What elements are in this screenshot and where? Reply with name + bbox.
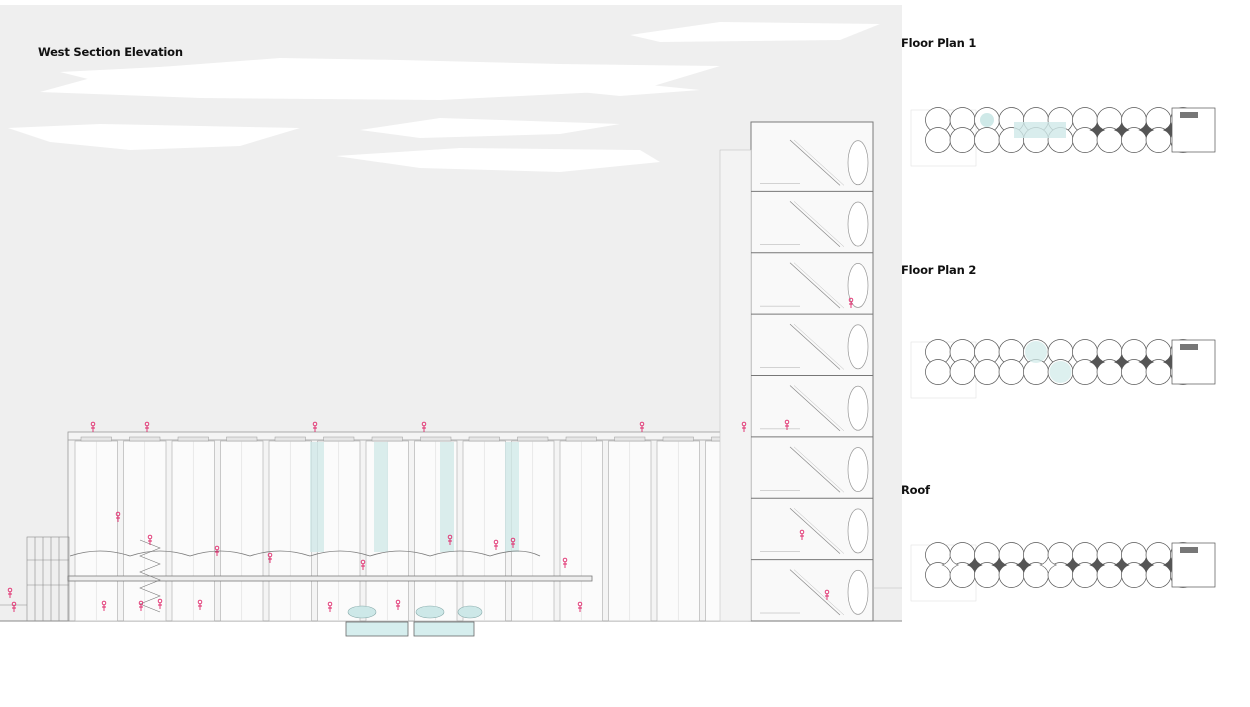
roof-title: Roof [901, 483, 930, 497]
silo [462, 436, 506, 622]
interstitial-void [1015, 557, 1032, 573]
person-figure [799, 529, 805, 540]
interstitial-void [1138, 354, 1155, 370]
person-figure [493, 539, 499, 550]
person-figure [741, 421, 747, 432]
glass-silo [1049, 361, 1072, 383]
gallery-floor [67, 550, 593, 582]
glass-gallery [1014, 122, 1066, 138]
interstitial-void [1089, 354, 1106, 370]
silo-plan-circle [925, 359, 951, 385]
person-figure [510, 537, 516, 548]
entrance-pavilion [0, 536, 70, 622]
interstitial-void [966, 557, 983, 573]
silo [559, 436, 603, 622]
tower-floor [751, 323, 873, 376]
interstitial-void [1138, 122, 1155, 138]
interstitial-void [1113, 354, 1130, 370]
person-figure [115, 511, 121, 522]
interstitial-void [1162, 557, 1179, 573]
silo [74, 436, 118, 622]
silo-plan-circle [974, 127, 1000, 153]
water-features [347, 605, 483, 619]
glass-shafts [310, 442, 519, 552]
roof-plan-drawing [910, 542, 1216, 602]
interstitial-void [1064, 557, 1081, 573]
silo [608, 436, 652, 622]
floor-plan-1-title: Floor Plan 1 [901, 36, 977, 50]
tower-floor [751, 446, 873, 499]
person-figure [11, 601, 17, 612]
person-figure [101, 600, 107, 611]
person-figure [157, 598, 163, 609]
person-figure [421, 421, 427, 432]
silo-plan-circle [974, 359, 1000, 385]
person-figure [784, 419, 790, 430]
plan-stair-core [1180, 344, 1198, 350]
person-figure [144, 421, 150, 432]
person-figure [562, 557, 568, 568]
tower-floor [751, 262, 873, 315]
person-figure [447, 534, 453, 545]
floor-plan-1-drawing [910, 107, 1216, 167]
silo-plan-circle [998, 359, 1025, 385]
interstitial-void [1113, 122, 1130, 138]
silo [123, 436, 167, 622]
interstitial-void [942, 557, 959, 573]
silo [220, 436, 264, 622]
person-figure [395, 599, 401, 610]
person-figure [7, 587, 13, 598]
person-figure [639, 421, 645, 432]
tower-floors [751, 139, 873, 622]
silo [317, 436, 361, 622]
person-figure [90, 421, 96, 432]
interstitial-void [1089, 122, 1106, 138]
silo-plan-circle [925, 127, 951, 153]
person-figure [267, 552, 273, 563]
section-title: West Section Elevation [38, 45, 183, 59]
interstitial-void [991, 557, 1008, 573]
silo [171, 436, 215, 622]
person-figure [312, 421, 318, 432]
interstitial-void [1162, 354, 1179, 370]
people-figures [7, 297, 854, 612]
interstitial-void [1162, 122, 1179, 138]
silo-plan-circle [1023, 359, 1049, 385]
interstitial-void [1089, 557, 1106, 573]
silo-plan-circle [949, 359, 976, 385]
person-figure [138, 600, 144, 611]
floor-plan-2-drawing [910, 339, 1216, 399]
person-figure [848, 297, 854, 308]
silo [268, 436, 312, 622]
basement-pools [345, 621, 475, 637]
person-figure [824, 589, 830, 600]
floor-plan-2-title: Floor Plan 2 [901, 263, 977, 277]
silo [656, 436, 700, 622]
tower-floor [751, 139, 873, 192]
tower [719, 121, 874, 622]
interstitial-void [1040, 557, 1057, 573]
plan-stair-core [1180, 547, 1198, 553]
person-figure [147, 534, 153, 545]
glass-silo [1025, 341, 1047, 363]
person-figure [577, 601, 583, 612]
silo-plan-circle [949, 127, 976, 153]
glass-silo [980, 113, 994, 127]
person-figure [197, 599, 203, 610]
plan-stair-core [1180, 112, 1198, 118]
clouds [8, 22, 880, 172]
person-figure [214, 545, 220, 556]
tower-floor [751, 385, 873, 438]
person-figure [360, 559, 366, 570]
tower-floor [751, 569, 873, 622]
tower-floor [751, 201, 873, 254]
interstitial-void [1113, 557, 1130, 573]
spiral-stair [139, 539, 161, 613]
person-figure [327, 601, 333, 612]
tower-floor [751, 507, 873, 561]
interstitial-void [1138, 557, 1155, 573]
